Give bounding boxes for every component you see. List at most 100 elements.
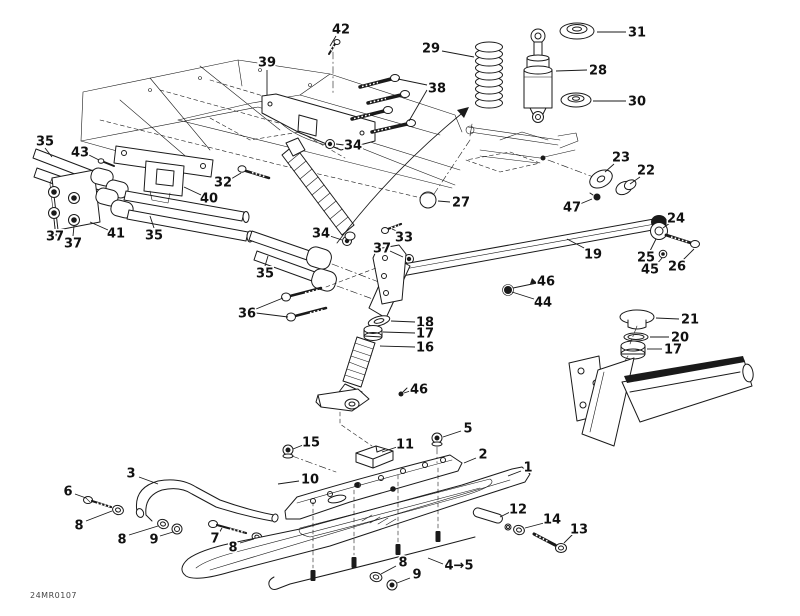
callout-leader-line	[389, 250, 404, 258]
callout-leader-line	[44, 147, 53, 158]
callout-part-8: 8	[398, 556, 407, 571]
callout-leader-line	[381, 446, 398, 453]
callout-leader-line	[524, 522, 545, 529]
callout-leader-line	[390, 320, 416, 323]
callout-leader-line	[662, 222, 671, 229]
callout-part-22: 22	[637, 164, 655, 179]
callout-part-8: 8	[117, 533, 126, 548]
spring-seat-washer-lower	[560, 92, 592, 108]
callout-leader-line	[408, 89, 428, 122]
callout-part-42: 42	[332, 23, 350, 38]
callout-leader-line	[441, 50, 475, 58]
callout-leader-line	[391, 228, 400, 233]
callout-leader-line	[72, 225, 75, 237]
callout-part-2: 2	[478, 448, 487, 463]
callout-leader-line	[655, 257, 663, 266]
callout-part-24: 24	[667, 212, 685, 227]
callout-part-26: 26	[668, 260, 686, 275]
callout-part-34: 34	[312, 227, 330, 242]
wear-runner	[268, 467, 476, 590]
callout-part-6: 6	[63, 485, 72, 500]
callout-part-27: 27	[452, 196, 470, 211]
callout-part-34: 34	[344, 139, 362, 154]
handle-hardware	[83, 496, 263, 542]
drawing-code-text: 24MR0107	[30, 591, 77, 600]
callout-leader-line	[427, 557, 444, 565]
callout-leader-line	[159, 531, 174, 537]
callout-part-15: 15	[302, 436, 320, 451]
bracket-bolts	[350, 74, 416, 134]
callout-part-19: 19	[584, 248, 602, 263]
grease-screw	[97, 158, 115, 167]
damper-pad	[355, 445, 394, 469]
shock-coil-spring	[475, 41, 503, 109]
callout-part-41: 41	[107, 227, 125, 242]
callout-leader-line	[604, 163, 615, 173]
callout-part-11: 11	[396, 438, 414, 453]
callout-leader-line	[149, 215, 155, 229]
callout-part-16: 16	[416, 341, 434, 356]
callout-leader-line	[255, 312, 289, 318]
callout-leader-line	[218, 527, 223, 534]
callout-leader-line	[128, 525, 159, 536]
callout-part-29: 29	[422, 42, 440, 57]
callout-part-12: 12	[509, 503, 527, 518]
tie-rod-bushing	[615, 179, 637, 196]
tie-rod-washer	[589, 169, 613, 189]
callout-leader-line	[511, 291, 535, 300]
callout-part-4-5: 4→5	[445, 559, 474, 574]
arm-nuts	[48, 186, 80, 226]
ski-assembly	[83, 432, 567, 591]
callout-part-25: 25	[637, 251, 655, 266]
callout-part-23: 23	[612, 151, 630, 166]
callout-leader-line	[292, 444, 304, 450]
spring-seat-washer-upper	[559, 22, 595, 40]
callout-leader-line	[138, 476, 159, 485]
callout-leader-line	[499, 511, 511, 518]
callout-part-7: 7	[210, 532, 219, 547]
callout-leader-line	[85, 510, 113, 522]
callout-part-21: 21	[681, 313, 699, 328]
callout-part-5: 5	[463, 422, 472, 437]
callout-part-20: 20	[671, 331, 689, 346]
callout-leader-line	[396, 577, 411, 584]
callout-part-14: 14	[543, 513, 561, 528]
callout-part-31: 31	[628, 26, 646, 41]
callout-leader-line	[335, 143, 345, 146]
callout-part-9: 9	[412, 568, 421, 583]
rear-pin-hardware	[472, 507, 567, 553]
plate-nuts	[282, 432, 443, 473]
callout-leader-line	[329, 35, 337, 47]
callout-part-17: 17	[416, 327, 434, 342]
callout-leader-line	[397, 78, 428, 86]
callout-part-9: 9	[149, 533, 158, 548]
callout-part-46: 46	[410, 383, 428, 398]
steering-support-bracket	[261, 93, 376, 151]
callout-leader-line	[442, 430, 462, 438]
callout-part-46: 46	[537, 275, 555, 290]
callout-part-43: 43	[71, 146, 89, 161]
leg-clamp	[315, 388, 370, 412]
callout-part-3: 3	[126, 467, 135, 482]
leg-washer	[367, 315, 391, 327]
callout-leader-line	[382, 331, 416, 334]
callout-part-40: 40	[200, 192, 218, 207]
crossmember-bracket	[113, 145, 214, 204]
callout-leader-line	[277, 480, 300, 485]
callout-leader-line	[507, 470, 522, 477]
callout-part-44: 44	[534, 296, 552, 311]
callout-part-33: 33	[395, 231, 413, 246]
callout-leader-line	[88, 154, 100, 161]
ski-leg-right	[568, 309, 754, 447]
callout-part-32: 32	[214, 176, 232, 191]
callout-part-37: 37	[46, 230, 64, 245]
callout-leader-line	[463, 457, 477, 464]
callout-leader-line	[403, 390, 411, 394]
leg-spring	[342, 336, 376, 388]
ski-handle	[135, 479, 279, 523]
callout-part-1: 1	[523, 461, 532, 476]
callout-part-37: 37	[373, 242, 391, 257]
ball-joint	[650, 222, 700, 259]
callout-part-17: 17	[664, 343, 682, 358]
